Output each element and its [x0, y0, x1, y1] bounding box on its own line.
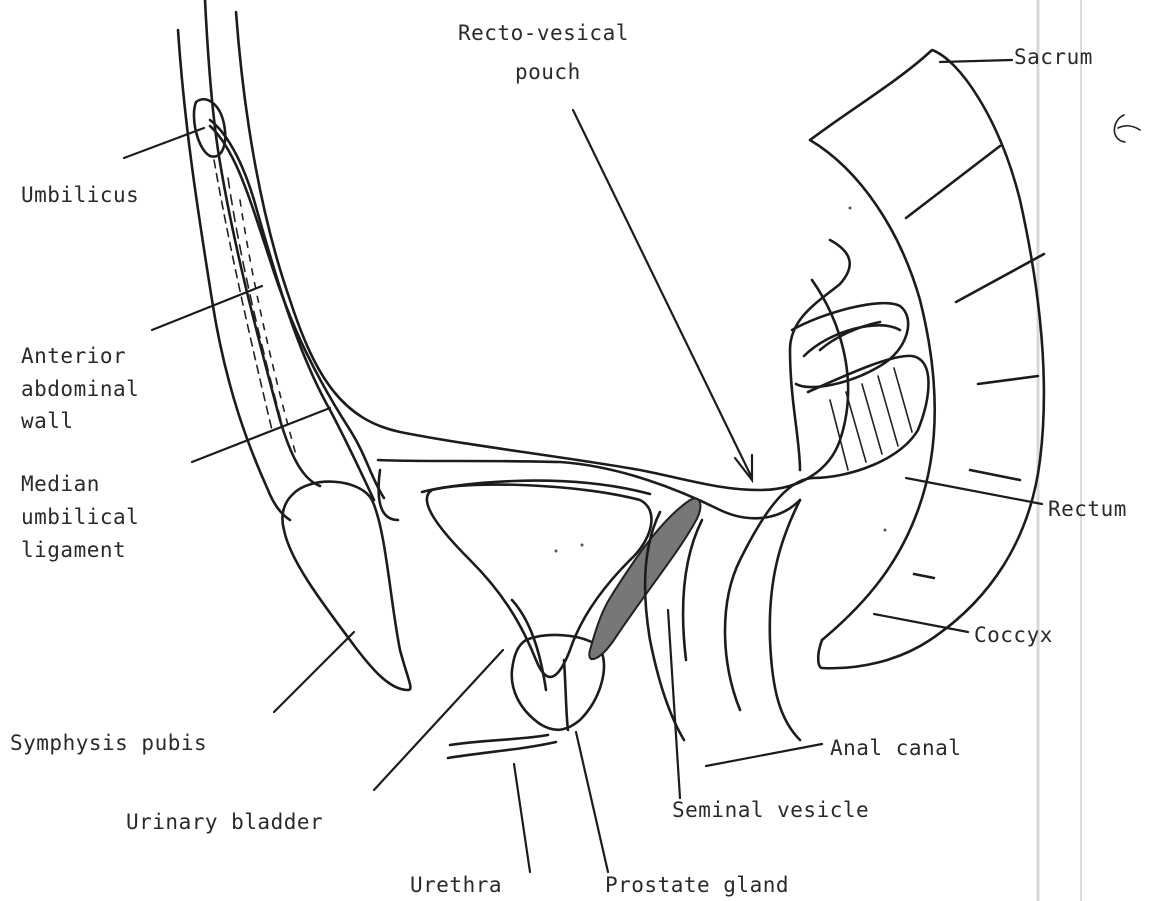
symphysis-pubis-shape — [282, 482, 410, 690]
rectovesical-fascia — [683, 520, 702, 660]
handwritten-mark — [1114, 115, 1140, 142]
anal-canal-label: Anal canal — [830, 735, 961, 762]
umbilicus-shape — [194, 99, 225, 156]
anterior-abdominal-wall — [178, 0, 320, 520]
anterior-abdominal-wall-label: wall — [21, 408, 74, 435]
prostate-gland-label: Prostate gland — [605, 872, 789, 899]
coccyx-label: Coccyx — [974, 622, 1053, 649]
urinary-bladder-label: Urinary bladder — [126, 809, 323, 836]
sacrum-label: Sacrum — [1014, 44, 1093, 71]
urethra-label: Urethra — [410, 872, 502, 899]
median-umbilical-ligament-label: Median — [21, 471, 100, 498]
prostatic-urethra — [564, 660, 568, 730]
rectum-label: Rectum — [1048, 496, 1127, 523]
dot — [581, 544, 584, 547]
anterior-abdominal-wall-label: Anterior — [21, 343, 126, 370]
urethra-upper — [450, 735, 548, 745]
anterior-abdominal-wall-label: abdominal — [21, 376, 139, 403]
peritoneum — [210, 12, 848, 520]
symphysis-pubis-label: Symphysis pubis — [10, 730, 207, 757]
dot — [849, 207, 852, 210]
recto-vesical-pouch-label: pouch — [515, 59, 581, 86]
median-umbilical-ligament-label: ligament — [21, 537, 126, 564]
urinary-bladder-shape — [427, 485, 652, 677]
dot — [884, 529, 887, 532]
umbilicus-label: Umbilicus — [21, 182, 139, 209]
median-umbilical-ligament-label: umbilical — [21, 504, 139, 531]
dot — [555, 550, 558, 553]
seminal-vesicle-label: Seminal vesicle — [672, 797, 869, 824]
recto-vesical-pouch-label: Recto-vesical — [458, 20, 629, 47]
